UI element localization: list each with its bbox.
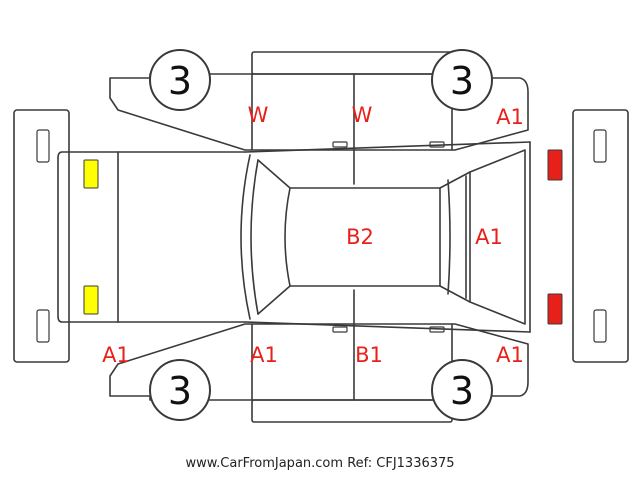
front-light-lower xyxy=(83,285,99,315)
rear-bumper xyxy=(572,109,629,363)
mark-rear-glass: A1 xyxy=(475,225,503,249)
wheel-rear-left: 3 xyxy=(431,49,493,111)
wheel-grade: 3 xyxy=(168,59,192,103)
reference-number: Ref: CFJ1336375 xyxy=(347,456,455,471)
mark-top-rear-door: W xyxy=(352,103,373,127)
mark-bottom-rear-corner: A1 xyxy=(496,343,524,367)
wheel-rear-right: 3 xyxy=(431,359,493,421)
front-light-upper xyxy=(83,159,99,189)
footer-reference: www.CarFromJapan.com Ref: CFJ1336375 xyxy=(0,456,640,471)
wheel-grade: 3 xyxy=(168,369,192,413)
car-body xyxy=(57,141,531,333)
damage-marks: W W A1 B2 A1 A1 A1 B1 A1 xyxy=(102,103,524,367)
wheel-front-left: 3 xyxy=(149,49,211,111)
wheel-grade: 3 xyxy=(450,59,474,103)
front-bumper xyxy=(13,109,70,363)
mark-bottom-front-door: A1 xyxy=(250,343,278,367)
mark-roof: B2 xyxy=(346,225,374,249)
wheel-grade: 3 xyxy=(450,369,474,413)
wheel-front-right: 3 xyxy=(149,359,211,421)
mark-top-rear-corner: A1 xyxy=(496,105,524,129)
mark-bottom-rear-door: B1 xyxy=(355,343,383,367)
mark-top-front-door: W xyxy=(248,103,269,127)
mark-front-bumper-bottom: A1 xyxy=(102,343,130,367)
source-link[interactable]: www.CarFromJapan.com xyxy=(185,456,344,471)
rear-light-upper xyxy=(547,149,563,181)
rear-light-lower xyxy=(547,293,563,325)
